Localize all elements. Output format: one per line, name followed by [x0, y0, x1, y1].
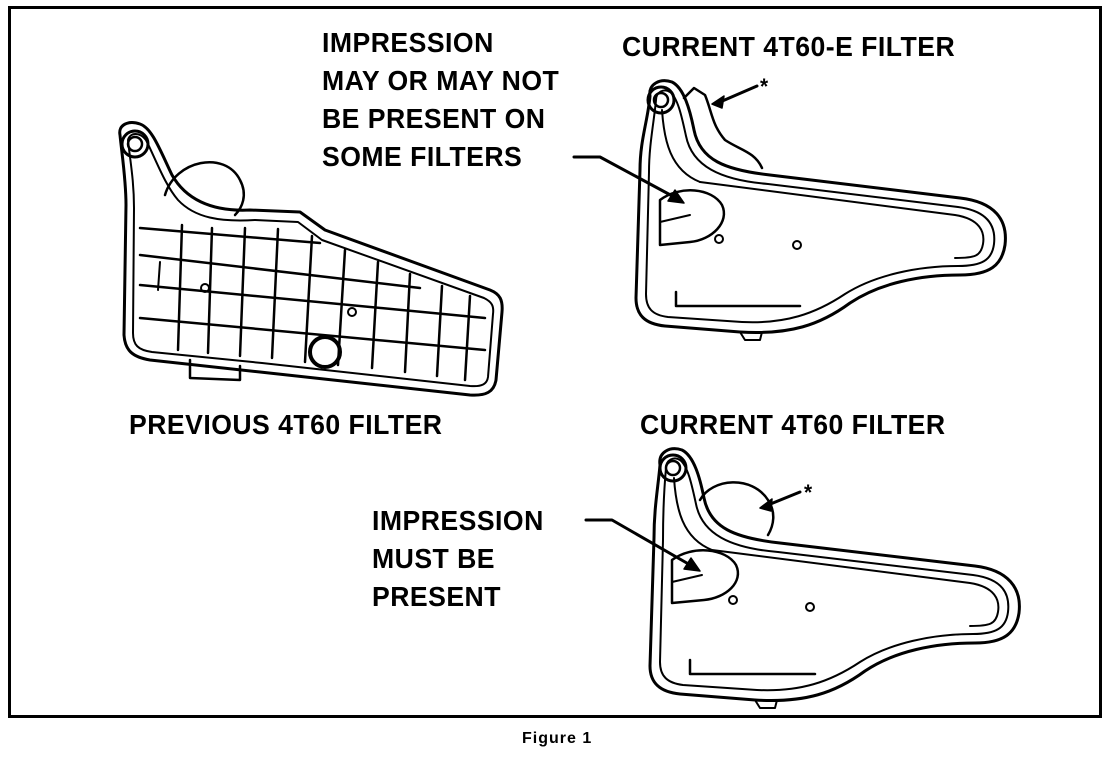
label-previous-4t60: PREVIOUS 4T60 FILTER: [129, 409, 443, 440]
current-4t60-filter-drawing: [648, 447, 1021, 709]
callout-line: MAY OR MAY NOT: [322, 65, 560, 96]
asterisk-marker-4t60: *: [804, 480, 813, 505]
callout-impression-optional: IMPRESSION MAY OR MAY NOT BE PRESENT ON …: [322, 24, 559, 176]
callout-line: IMPRESSION: [372, 505, 544, 536]
callout-line: IMPRESSION: [322, 27, 494, 58]
callout-line: BE PRESENT ON: [322, 103, 546, 134]
previous-4t60-filter-drawing: [118, 121, 504, 397]
callout-impression-required: IMPRESSION MUST BE PRESENT: [372, 502, 544, 616]
label-current-4t60: CURRENT 4T60 FILTER: [640, 409, 946, 440]
callout-leader-required: [584, 518, 701, 572]
callout-line: SOME FILTERS: [322, 141, 523, 172]
callout-line: PRESENT: [372, 581, 501, 612]
asterisk-marker-4t60e: *: [760, 74, 769, 99]
current-4t60e-filter-drawing: [634, 79, 1007, 341]
figure-caption: Figure 1: [522, 730, 593, 747]
label-current-4t60e: CURRENT 4T60-E FILTER: [622, 31, 956, 62]
callout-leader-optional: [572, 155, 685, 204]
callout-line: MUST BE: [372, 543, 496, 574]
